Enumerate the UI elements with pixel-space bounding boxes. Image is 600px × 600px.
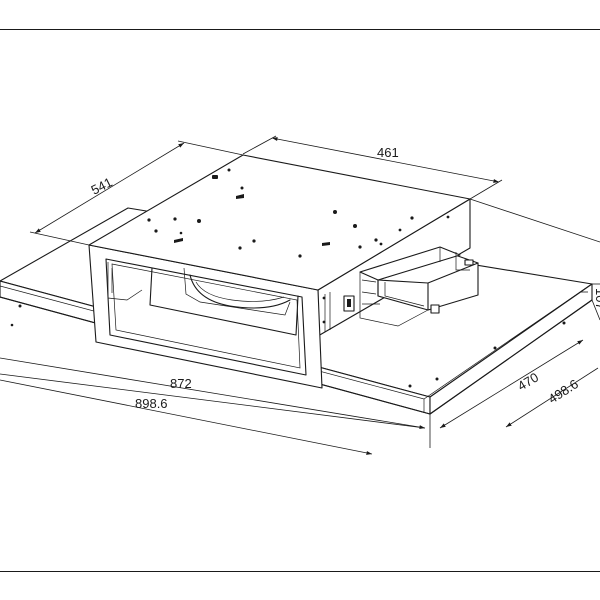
dimension-872 — [0, 357, 426, 430]
dimension-498-6 — [505, 299, 600, 428]
dimension-label-461: 461 — [377, 145, 399, 160]
control-box — [359, 246, 479, 327]
dimension-label-541: 541 — [89, 174, 115, 197]
dimension-height — [469, 198, 600, 285]
dimension-label-498-6: 498.6 — [545, 376, 580, 406]
dimension-label-898-6: 898.6 — [135, 396, 168, 411]
dimension-label-height: 107 — [593, 288, 600, 310]
dimension-label-872: 872 — [170, 376, 192, 391]
motor-housing — [88, 154, 471, 389]
dimension-label-470: 470 — [515, 370, 541, 394]
dimension-898-6 — [0, 379, 431, 455]
dimension-470 — [439, 291, 588, 429]
dimension-541 — [29, 140, 244, 246]
dimension-461 — [242, 135, 503, 200]
